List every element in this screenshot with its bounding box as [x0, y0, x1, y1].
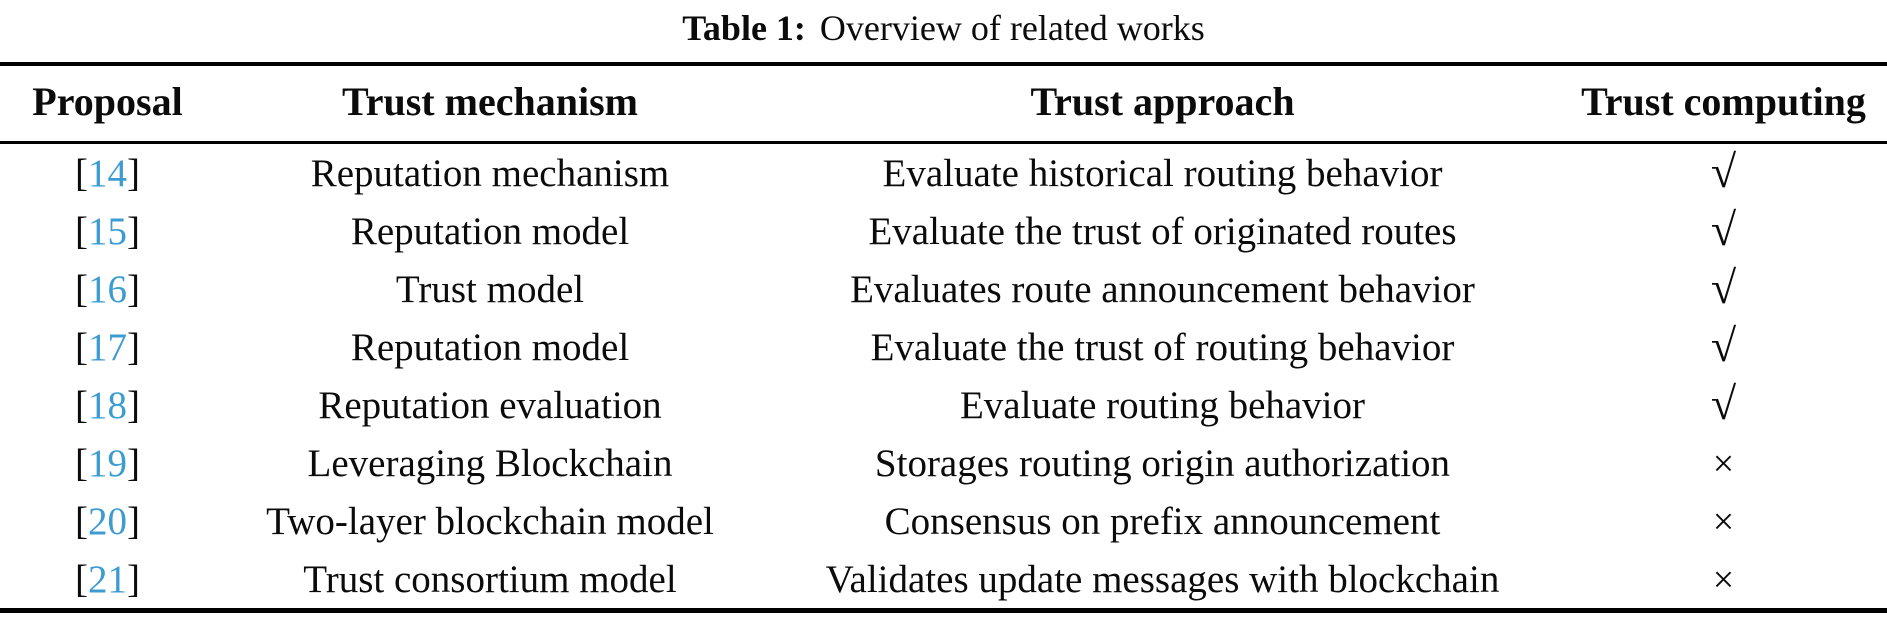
citation-open-bracket: [ [75, 209, 88, 253]
citation-link[interactable]: [15] [75, 210, 140, 253]
related-works-table: Proposal Trust mechanism Trust approach … [0, 62, 1887, 613]
table-row: [20] Two-layer blockchain model Consensu… [0, 492, 1887, 550]
mechanism-cell: Two-layer blockchain model [266, 499, 714, 543]
column-header-proposal: Proposal [32, 79, 183, 124]
table-row: [19] Leveraging Blockchain Storages rout… [0, 434, 1887, 492]
citation-open-bracket: [ [75, 383, 88, 427]
mechanism-cell: Trust model [395, 267, 585, 311]
table-row: [14] Reputation mechanism Evaluate histo… [0, 143, 1887, 203]
table-caption-label: Table 1: [682, 8, 806, 48]
computing-cell: √ [1560, 260, 1887, 318]
computing-mark: √ [1710, 146, 1737, 197]
citation-close-bracket: ] [127, 151, 140, 195]
table-caption: Table 1: Overview of related works [0, 6, 1887, 50]
citation-number: 17 [88, 325, 127, 369]
column-header-trust-mechanism: Trust mechanism [342, 79, 638, 124]
citation-close-bracket: ] [127, 209, 140, 253]
citation-number: 14 [88, 151, 127, 195]
computing-mark: √ [1710, 320, 1737, 371]
citation-open-bracket: [ [75, 151, 88, 195]
approach-cell: Evaluate the trust of originated routes [868, 209, 1457, 253]
computing-mark: × [1712, 500, 1735, 543]
citation-link[interactable]: [16] [75, 268, 140, 311]
paper-table-figure: Table 1: Overview of related works Propos… [0, 6, 1887, 613]
proposal-cell: [15] [0, 202, 215, 260]
citation-link[interactable]: [19] [75, 442, 140, 485]
citation-link[interactable]: [17] [75, 326, 140, 369]
approach-cell: Evaluate the trust of routing behavior [870, 325, 1455, 369]
citation-link[interactable]: [21] [75, 558, 140, 601]
computing-cell: × [1560, 550, 1887, 611]
table-row: [16] Trust model Evaluates route announc… [0, 260, 1887, 318]
computing-mark: × [1712, 558, 1735, 601]
citation-close-bracket: ] [127, 267, 140, 311]
proposal-cell: [21] [0, 550, 215, 611]
citation-open-bracket: [ [75, 267, 88, 311]
approach-cell: Validates update messages with blockchai… [825, 557, 1500, 601]
citation-link[interactable]: [20] [75, 500, 140, 543]
computing-cell: × [1560, 434, 1887, 492]
computing-cell: √ [1560, 143, 1887, 203]
mechanism-cell: Reputation mechanism [310, 151, 670, 195]
proposal-cell: [18] [0, 376, 215, 434]
table-caption-text: Overview of related works [819, 8, 1205, 48]
mechanism-cell: Reputation evaluation [318, 383, 662, 427]
proposal-cell: [19] [0, 434, 215, 492]
mechanism-cell: Trust consortium model [303, 557, 677, 601]
approach-cell: Storages routing origin authorization [874, 441, 1451, 485]
citation-number: 16 [88, 267, 127, 311]
computing-mark: × [1712, 442, 1735, 485]
approach-cell: Consensus on prefix announcement [884, 499, 1441, 543]
proposal-cell: [17] [0, 318, 215, 376]
table-row: [17] Reputation model Evaluate the trust… [0, 318, 1887, 376]
citation-number: 19 [88, 441, 127, 485]
citation-link[interactable]: [18] [75, 384, 140, 427]
approach-cell: Evaluates route announcement behavior [850, 267, 1475, 311]
citation-open-bracket: [ [75, 441, 88, 485]
citation-close-bracket: ] [127, 383, 140, 427]
citation-close-bracket: ] [127, 499, 140, 543]
computing-cell: √ [1560, 376, 1887, 434]
citation-number: 15 [88, 209, 127, 253]
citation-open-bracket: [ [75, 325, 88, 369]
proposal-cell: [16] [0, 260, 215, 318]
citation-open-bracket: [ [75, 557, 88, 601]
approach-cell: Evaluate routing behavior [959, 383, 1366, 427]
citation-link[interactable]: [14] [75, 152, 140, 195]
computing-mark: √ [1710, 204, 1737, 255]
citation-close-bracket: ] [127, 325, 140, 369]
table-row: [15] Reputation model Evaluate the trust… [0, 202, 1887, 260]
mechanism-cell: Reputation model [350, 325, 630, 369]
approach-cell: Evaluate historical routing behavior [882, 151, 1443, 195]
citation-close-bracket: ] [127, 557, 140, 601]
citation-open-bracket: [ [75, 499, 88, 543]
computing-cell: √ [1560, 318, 1887, 376]
computing-mark: √ [1710, 378, 1737, 429]
computing-cell: × [1560, 492, 1887, 550]
column-header-trust-computing: Trust computing [1581, 79, 1866, 124]
header-row: Proposal Trust mechanism Trust approach … [0, 64, 1887, 143]
mechanism-cell: Leveraging Blockchain [307, 441, 673, 485]
table-row: [21] Trust consortium model Validates up… [0, 550, 1887, 611]
computing-cell: √ [1560, 202, 1887, 260]
table-row: [18] Reputation evaluation Evaluate rout… [0, 376, 1887, 434]
citation-close-bracket: ] [127, 441, 140, 485]
computing-mark: √ [1710, 262, 1737, 313]
column-header-trust-approach: Trust approach [1030, 79, 1295, 124]
proposal-cell: [14] [0, 143, 215, 203]
citation-number: 18 [88, 383, 127, 427]
table-body: [14] Reputation mechanism Evaluate histo… [0, 143, 1887, 611]
citation-number: 21 [88, 557, 127, 601]
mechanism-cell: Reputation model [350, 209, 630, 253]
citation-number: 20 [88, 499, 127, 543]
proposal-cell: [20] [0, 492, 215, 550]
